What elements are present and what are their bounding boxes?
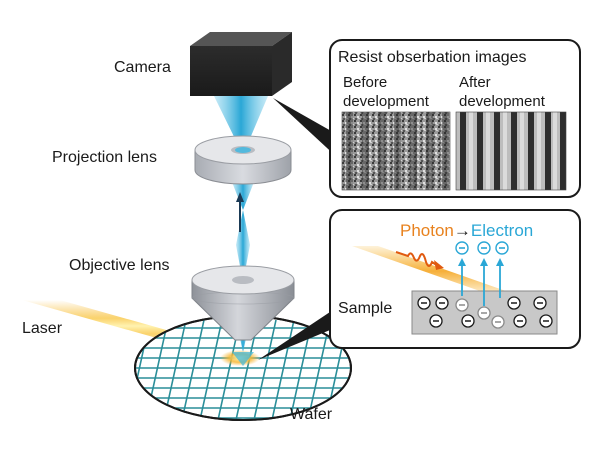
photon-electron-title: Photon→Electron [400,221,533,240]
projection-lens-label: Projection lens [52,149,157,166]
camera-icon [190,32,292,96]
sample-label: Sample [338,300,392,317]
objective-lens [191,265,295,341]
electron-label: Electron [471,221,533,240]
callout-wedge-top [273,98,340,160]
objective-lens-label: Objective lens [69,257,170,274]
resist-panel-title: Resist obserbation images [338,49,527,66]
after-label-line2: development [459,93,546,110]
electron-beam [214,96,268,366]
photon-wave-arrow [395,251,439,267]
conversion-arrow: → [454,221,471,240]
emission-arrows [461,262,501,306]
before-label-line2: development [343,93,430,110]
before-development-image [341,111,451,191]
emission-arrowhead [496,258,504,266]
photon-band [352,246,520,296]
photon-label: Photon [400,221,454,240]
projection-lens [194,135,292,185]
camera-label: Camera [114,59,171,76]
after-label-line1: After [459,74,491,91]
sample-electrons [417,296,553,329]
photon-arrowhead [434,260,444,270]
resist-observation-panel: Resist obserbation images Before develop… [329,39,581,198]
emission-arrowhead [480,258,488,266]
callout-wedge-bottom [258,312,330,360]
before-label-line1: Before [343,74,387,91]
wafer-label: Wafer [290,406,333,423]
emission-arrowhead [458,258,466,266]
photoelectron-panel: Photon→Electron Sample [329,209,581,349]
laser-label: Laser [22,320,63,337]
after-development-image [455,111,567,191]
